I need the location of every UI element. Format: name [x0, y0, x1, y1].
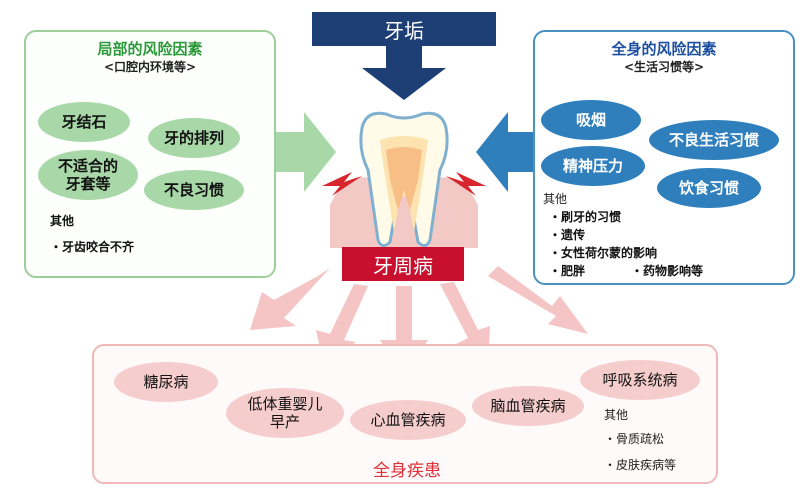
risk-oval-smoking: 吸烟 [541, 100, 641, 140]
systemic-others-item: ・肥胖 [549, 264, 586, 278]
systemic-others-item: ・女性荷尔蒙的影响 [549, 246, 658, 260]
disease-others-item: ・骨质疏松 [604, 432, 665, 446]
risk-oval-tartar: 牙结石 [38, 102, 130, 142]
risk-oval-alignment: 牙的排列 [148, 118, 240, 158]
local-others-label: 其他 [50, 214, 75, 228]
tooth-icon [359, 111, 449, 247]
risk-oval-stress: 精神压力 [541, 146, 645, 186]
disease-oval-cerebrovascular: 脑血管疾病 [472, 386, 584, 426]
local-others-item: ・牙齿咬合不齐 [50, 240, 135, 254]
systemic-risk-panel: 全身的风险因素 <生活习惯等> 吸烟 不良生活习惯 精神压力 饮食习惯 其他 ・… [533, 30, 795, 285]
arrow-diabetes [250, 268, 330, 330]
pain-lightning-icon [446, 172, 486, 196]
systemic-others-item: ・刷牙的习惯 [549, 210, 622, 224]
local-risk-title: 局部的风险因素 [97, 40, 203, 58]
plaque-title: 牙垢 [312, 12, 496, 46]
disease-oval-respiratory: 呼吸系统病 [580, 360, 700, 400]
disease-oval-cardiovascular: 心血管疾病 [350, 400, 466, 440]
risk-oval-habits: 不良习惯 [144, 170, 244, 210]
local-risk-panel: 局部的风险因素 <口腔内环境等> 牙结石 牙的排列 不适合的 牙套等 不良习惯 … [24, 30, 276, 278]
disease-others-label: 其他 [604, 408, 629, 422]
systemic-risk-subtitle: <生活习惯等> [623, 60, 705, 74]
gum-shape [330, 177, 478, 248]
periodontal-disease-label: 牙周病 [342, 247, 464, 281]
local-risk-subtitle: <口腔内环境等> [103, 60, 197, 74]
blue-left-arrow [476, 112, 533, 192]
down-arrow [362, 46, 446, 100]
disease-oval-diabetes: 糖尿病 [114, 362, 218, 402]
pain-lightning-icon [322, 172, 362, 196]
risk-oval-crown: 不适合的 牙套等 [38, 150, 138, 200]
systemic-diseases-title: 全身疾患 [373, 461, 441, 481]
risk-oval-lifestyle: 不良生活习惯 [649, 120, 779, 160]
systemic-risk-title: 全身的风险因素 [611, 40, 717, 58]
arrow-respiratory [488, 266, 588, 334]
systemic-others-item: ・药物影响等 [631, 264, 704, 278]
systemic-diseases-panel: 全身疾患 糖尿病 低体重婴儿 早产 心血管疾病 脑血管疾病 呼吸系统病 其他 ・… [92, 344, 718, 484]
systemic-others-item: ・遗传 [549, 228, 586, 242]
systemic-others-label: 其他 [543, 192, 568, 206]
disease-others-item: ・皮肤疾病等 [604, 458, 677, 472]
green-right-arrow [276, 112, 336, 192]
disease-oval-low-birth-weight: 低体重婴儿 早产 [226, 388, 344, 438]
risk-oval-diet: 饮食习惯 [657, 168, 761, 208]
